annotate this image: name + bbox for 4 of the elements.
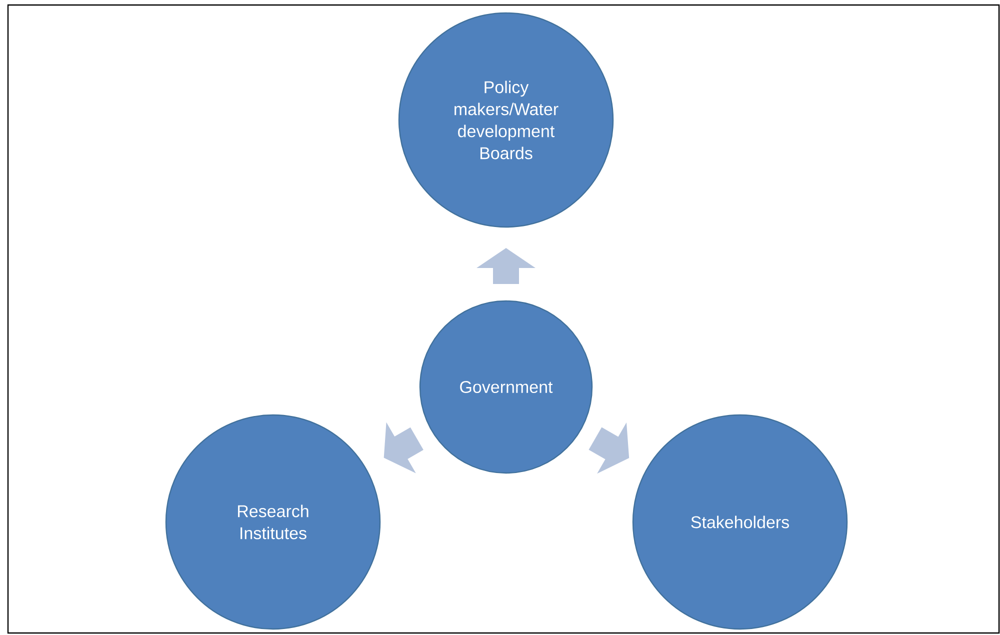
circle-node: Policy makers/Water development Boards: [398, 12, 614, 228]
circle-node: Research Institutes: [165, 414, 381, 630]
circle-node: Government: [419, 300, 593, 474]
circle-node: Stakeholders: [632, 414, 848, 630]
